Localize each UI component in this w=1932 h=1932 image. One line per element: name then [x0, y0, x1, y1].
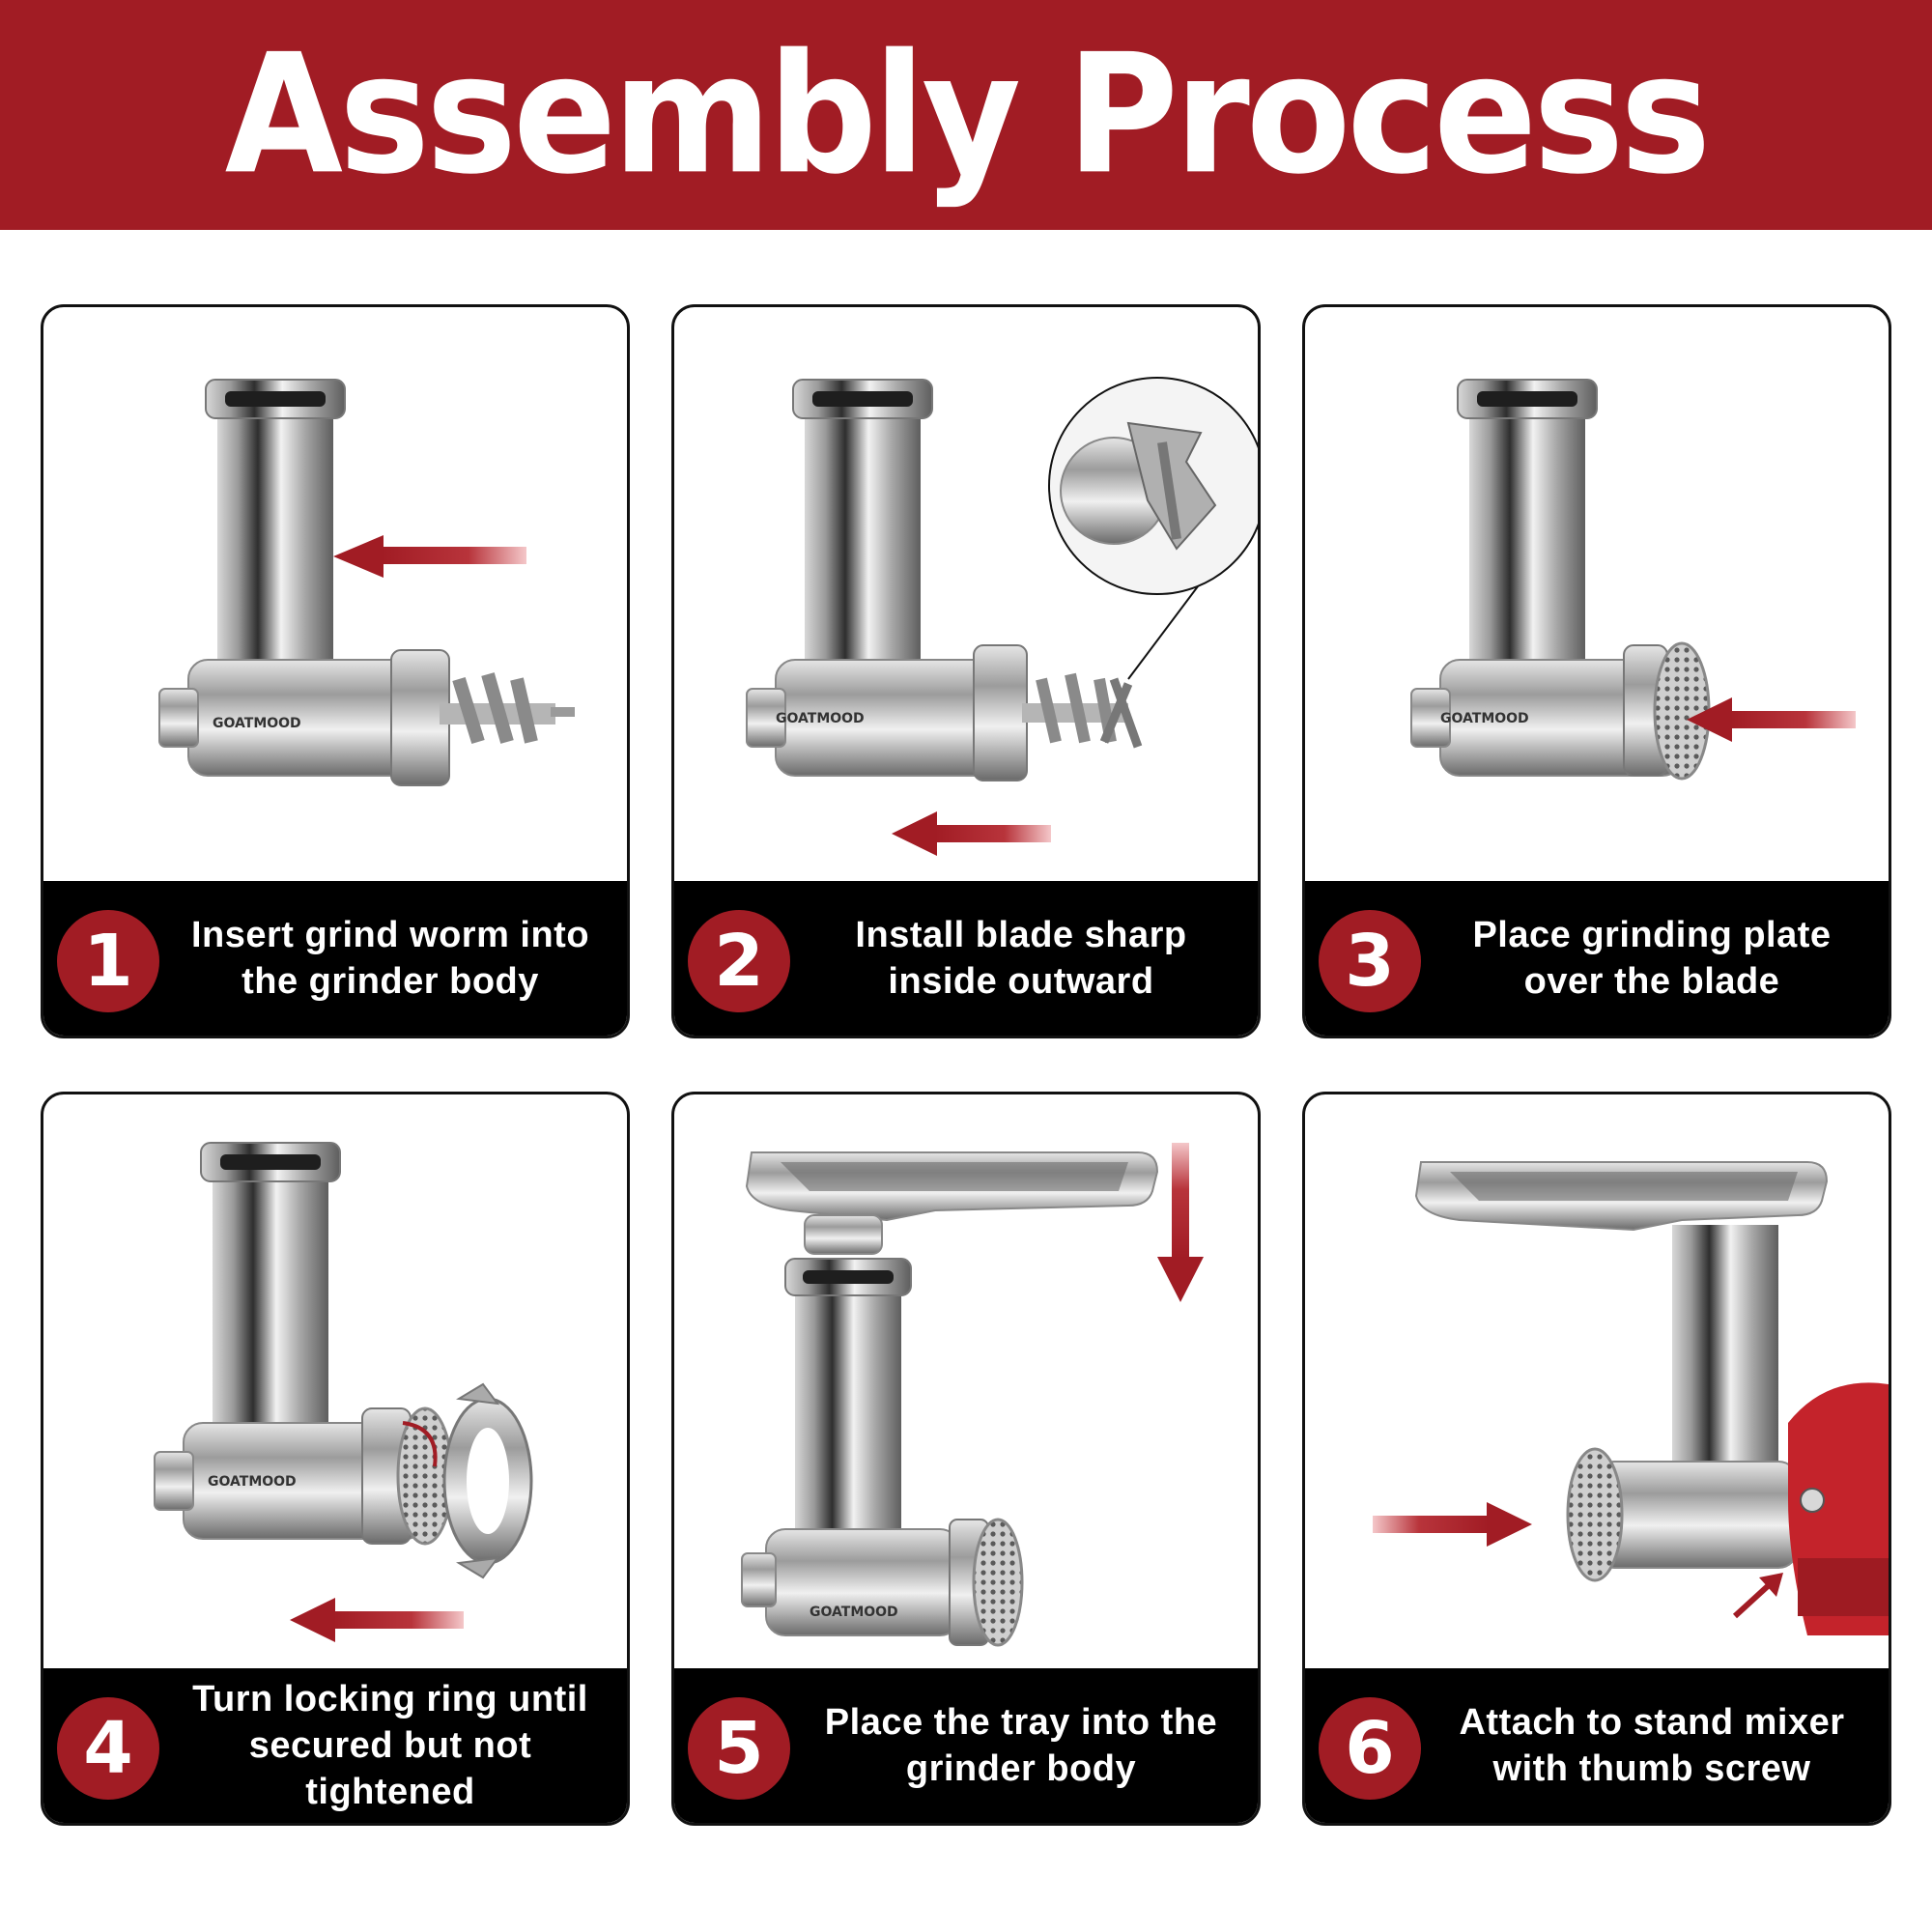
- caption-line-1: Place the tray into the: [824, 1702, 1218, 1743]
- step-1-caption: 1 Insert grind worm into the grinder body: [43, 881, 627, 1036]
- step-number-badge: 4: [57, 1697, 159, 1800]
- left-arrow-icon: [1687, 697, 1856, 742]
- brand-label: GOATMOOD: [1440, 711, 1529, 726]
- screw-arrow-icon: [1732, 1573, 1783, 1619]
- step-number-badge: 5: [688, 1697, 790, 1800]
- caption-line-1: Install blade sharp: [855, 915, 1187, 955]
- step-5-text: Place the tray into the grinder body: [790, 1668, 1252, 1823]
- step-card-2: GOATMOOD 2 Install blade sharp inside out…: [671, 304, 1261, 1038]
- brand-label: GOATMOOD: [810, 1605, 898, 1620]
- step-4-caption: 4 Turn locking ring until secured but not…: [43, 1668, 627, 1823]
- title-banner: Assembly Process: [0, 0, 1932, 230]
- step-card-3: GOATMOOD 3 Place grinding plate over the …: [1302, 304, 1891, 1038]
- caption-line-2: grinder body: [905, 1748, 1137, 1789]
- step-card-6: 6 Attach to stand mixer with thumb screw: [1302, 1092, 1891, 1826]
- brand-label: GOATMOOD: [208, 1474, 297, 1490]
- step-2-illustration: GOATMOOD: [746, 377, 1258, 856]
- step-number-badge: 2: [688, 910, 790, 1012]
- step-4-illustration: GOATMOOD: [154, 1142, 533, 1642]
- stand-mixer-icon: [1788, 1382, 1889, 1635]
- step-6-text: Attach to stand mixer with thumb screw: [1421, 1668, 1883, 1823]
- brand-label: GOATMOOD: [213, 716, 301, 731]
- down-arrow-icon: [1157, 1143, 1204, 1302]
- caption-line-2: inside outward: [888, 961, 1154, 1002]
- right-arrow-icon: [1373, 1502, 1532, 1547]
- left-arrow-icon: [333, 535, 526, 578]
- caption-line-1: Insert grind worm into: [190, 915, 590, 955]
- caption-line-2: the grinder body: [242, 961, 539, 1002]
- step-3-caption: 3 Place grinding plate over the blade: [1305, 881, 1889, 1036]
- step-5-illustration: GOATMOOD: [741, 1143, 1204, 1647]
- step-number-badge: 3: [1319, 910, 1421, 1012]
- locking-ring-icon: [442, 1382, 533, 1579]
- caption-line-1: Turn locking ring until: [192, 1679, 588, 1719]
- step-1-illustration: GOATMOOD: [158, 379, 575, 786]
- step-number-badge: 6: [1319, 1697, 1421, 1800]
- step-card-1: GOATMOOD 1 Insert grind worm into the gri…: [41, 304, 630, 1038]
- rotate-arrow-icon: [402, 1421, 438, 1467]
- step-2-caption: 2 Install blade sharp inside outward: [674, 881, 1258, 1036]
- caption-line-2: secured but not tightened: [248, 1725, 532, 1812]
- step-card-5: GOATMOOD 5 Place the tray into the grinde…: [671, 1092, 1261, 1826]
- step-2-text: Install blade sharp inside outward: [790, 881, 1252, 1036]
- brand-label: GOATMOOD: [776, 711, 865, 726]
- step-card-4: GOATMOOD 4 Turn locking ring until secure…: [41, 1092, 630, 1826]
- step-6-caption: 6 Attach to stand mixer with thumb screw: [1305, 1668, 1889, 1823]
- thumb-screw-icon: [1800, 1488, 1825, 1513]
- blade-zoom-callout: [1048, 377, 1258, 595]
- caption-line-1: Place grinding plate: [1472, 915, 1832, 955]
- step-5-caption: 5 Place the tray into the grinder body: [674, 1668, 1258, 1823]
- step-number-badge: 1: [57, 910, 159, 1012]
- caption-line-2: with thumb screw: [1492, 1748, 1811, 1789]
- tray-icon: [745, 1151, 1159, 1255]
- left-arrow-icon: [892, 811, 1051, 856]
- step-4-text: Turn locking ring until secured but not t…: [159, 1668, 621, 1823]
- step-3-illustration: GOATMOOD: [1410, 379, 1856, 781]
- left-arrow-icon: [290, 1598, 464, 1642]
- step-3-text: Place grinding plate over the blade: [1421, 881, 1883, 1036]
- page-title: Assembly Process: [224, 18, 1712, 212]
- step-1-text: Insert grind worm into the grinder body: [159, 881, 621, 1036]
- caption-line-1: Attach to stand mixer: [1459, 1702, 1845, 1743]
- grinding-plate-icon: [1653, 641, 1711, 781]
- caption-line-2: over the blade: [1523, 961, 1780, 1002]
- step-6-illustration: [1373, 1161, 1889, 1635]
